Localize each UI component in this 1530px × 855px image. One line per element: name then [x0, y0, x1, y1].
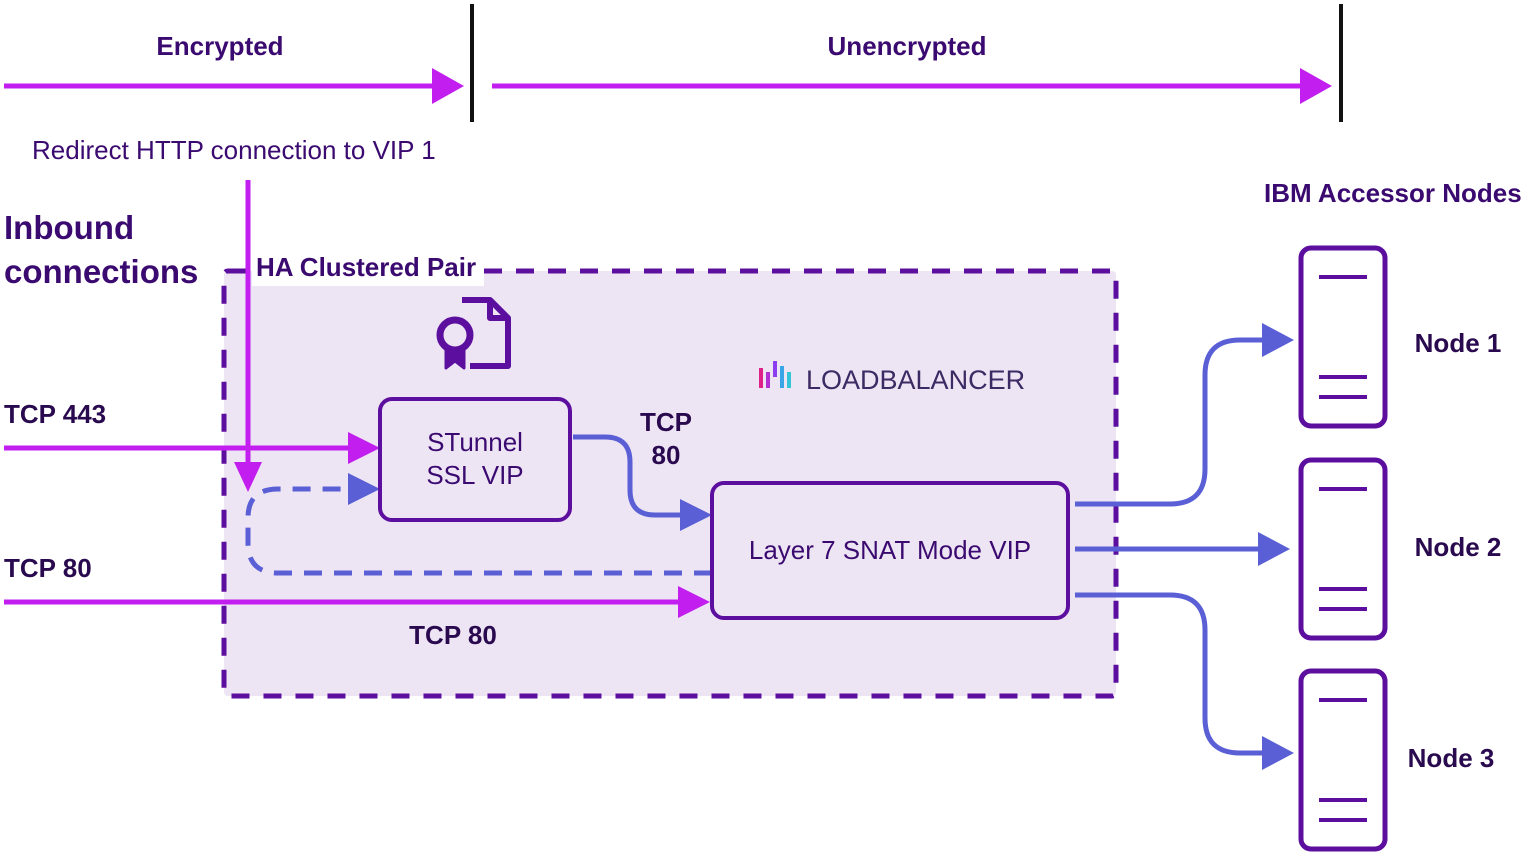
encrypted-label: Encrypted [156, 31, 283, 61]
layer7-label: Layer 7 SNAT Mode VIP [749, 535, 1031, 565]
server-icon [1298, 457, 1388, 641]
tcp443-arrow-head [348, 432, 380, 464]
layer7-to-node3-arrow [1075, 592, 1262, 756]
certificate-icon [436, 297, 511, 370]
encrypted-arrow-head [432, 68, 464, 104]
loopback-arrow-head [348, 473, 380, 505]
server-icon [1298, 245, 1388, 429]
node-2: Node 2 [1298, 457, 1502, 641]
ha-label-bg [252, 250, 484, 286]
tcp80-bottom-label: TCP 80 [409, 620, 497, 650]
unencrypted-label: Unencrypted [828, 31, 987, 61]
layer7-to-node1-arrow [1075, 337, 1262, 507]
node-label: Node 1 [1415, 328, 1502, 358]
stunnel-box [378, 397, 572, 522]
redirect-arrow-head [234, 462, 262, 492]
inbound-label-line2: connections [4, 253, 198, 290]
node-label: Node 3 [1408, 743, 1495, 773]
node-1: Node 1 [1298, 245, 1502, 429]
loadbalancer-logo-icon [759, 361, 791, 388]
encryption-bar: Encrypted Unencrypted [4, 4, 1343, 122]
inbound-label-line1: Inbound [4, 209, 134, 246]
tcp80-left-label: TCP 80 [4, 553, 92, 583]
tcp80-mid-label-line1: TCP [640, 407, 692, 437]
ha-cluster-label: HA Clustered Pair [256, 252, 476, 282]
unencrypted-arrow-head [1300, 68, 1332, 104]
node-label: Node 2 [1415, 532, 1502, 562]
stunnel-to-layer7-arrow [573, 434, 684, 518]
tcp443-label: TCP 443 [4, 399, 106, 429]
node3-arrow-head [1262, 736, 1294, 770]
node-3: Node 3 [1298, 668, 1495, 852]
loadbalancer-wordmark: LOADBALANCER [806, 365, 1025, 395]
tcp80-mid-label-line2: 80 [652, 440, 681, 470]
loopback-dashed-arrow [245, 486, 712, 576]
layer7-box [710, 481, 1070, 620]
tcp80-arrow-head [678, 586, 710, 618]
stunnel-label-line2: SSL VIP [426, 460, 523, 490]
stunnel-to-layer7-arrow-head [680, 499, 712, 531]
redirect-label: Redirect HTTP connection to VIP 1 [32, 135, 436, 165]
server-icon [1298, 668, 1388, 852]
ibm-nodes-title: IBM Accessor Nodes [1264, 178, 1522, 208]
node2-arrow-head [1258, 532, 1290, 566]
node1-arrow-head [1262, 323, 1294, 357]
stunnel-label-line1: STunnel [427, 427, 523, 457]
